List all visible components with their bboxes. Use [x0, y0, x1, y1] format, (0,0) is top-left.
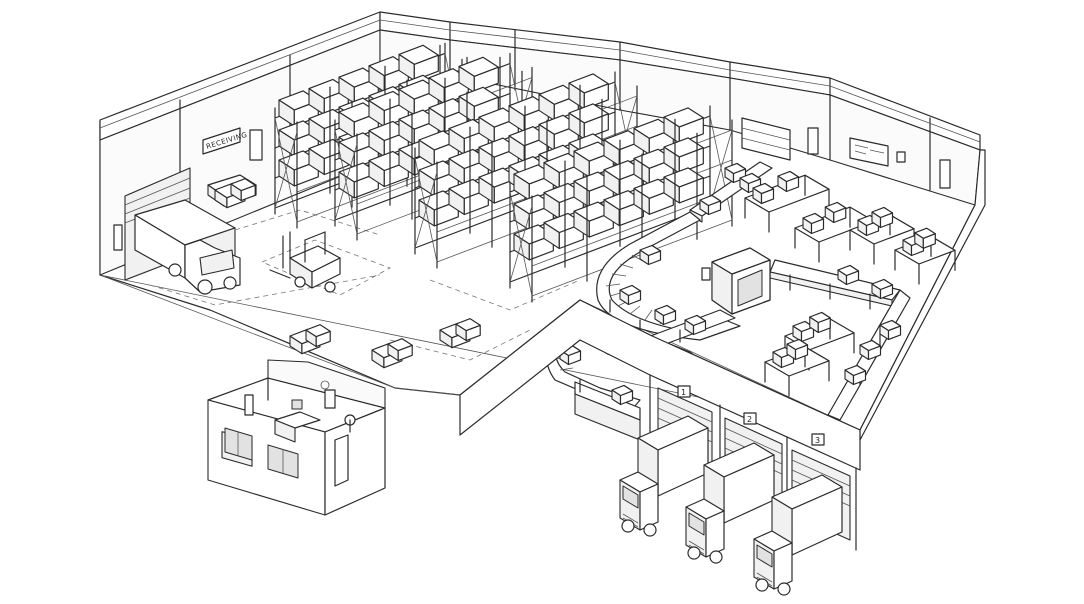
floor-pallet	[305, 324, 331, 348]
parcel-box	[619, 284, 642, 306]
parcel-box	[611, 384, 634, 406]
rack-row-3	[414, 71, 638, 269]
shipping-trucks	[619, 415, 843, 596]
packing-table-6	[894, 227, 956, 285]
dock-2-label: 2	[747, 415, 752, 424]
table-box	[752, 182, 775, 205]
truck-dock-1	[619, 415, 709, 537]
packing-tables	[744, 170, 956, 397]
table-box	[809, 311, 831, 334]
parcel-box	[879, 319, 902, 341]
scanner-gate	[701, 247, 771, 315]
info-board	[849, 137, 906, 167]
dock-1-label: 1	[681, 388, 686, 397]
parcel-box	[837, 264, 860, 286]
rack-box	[398, 44, 439, 81]
table-box	[914, 227, 936, 249]
floor-pallets	[214, 178, 481, 369]
office	[207, 359, 386, 516]
table-box	[786, 338, 809, 361]
truck-dock-2	[685, 442, 775, 564]
back-shelf	[741, 117, 791, 161]
table-box	[871, 206, 894, 229]
parcel-box	[639, 244, 662, 266]
parcel-box	[844, 364, 867, 386]
rack-box	[458, 56, 499, 93]
receiving-truck	[134, 199, 241, 295]
storage-racks	[274, 42, 733, 303]
packing-table-2	[794, 201, 875, 263]
table-box	[802, 212, 825, 235]
truck-dock-3	[753, 474, 843, 596]
table-box	[777, 170, 800, 193]
parcel-box	[684, 314, 707, 336]
back-wall-door	[249, 127, 951, 189]
parcel-box	[724, 162, 747, 184]
packing-table-1	[744, 170, 830, 233]
parcel-box	[859, 339, 882, 361]
floor-pallet	[230, 178, 256, 202]
parcel-box	[699, 194, 722, 216]
table-box	[824, 201, 847, 224]
floor-pallet	[455, 318, 481, 342]
parcel-box	[871, 278, 894, 300]
dock-3-label: 3	[815, 436, 820, 445]
forklift	[269, 231, 341, 293]
parcel-box	[654, 304, 677, 326]
packing-table-4	[764, 338, 830, 397]
floor-markings	[149, 209, 581, 361]
floor-pallet	[387, 338, 413, 362]
packing-table-5	[849, 206, 915, 265]
rack-box	[568, 73, 609, 110]
